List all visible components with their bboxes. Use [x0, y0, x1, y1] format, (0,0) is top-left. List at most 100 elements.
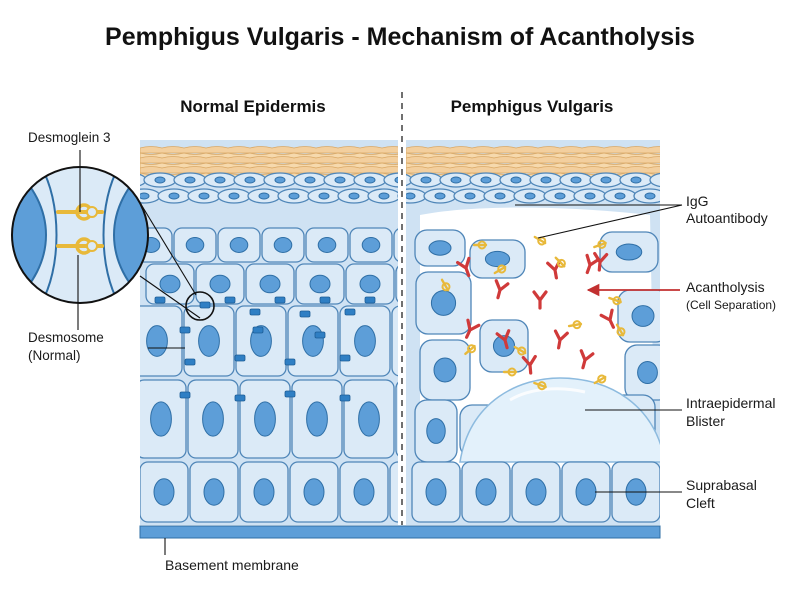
diagram-title: Pemphigus Vulgaris - Mechanism of Acanth… — [105, 23, 695, 51]
detached-cell-nucleus — [430, 290, 457, 316]
igg-antibody-arms — [579, 349, 595, 370]
spinous-cell-nucleus — [229, 237, 249, 253]
desmosome — [299, 310, 311, 318]
desmosome — [179, 326, 191, 334]
corneum-layer — [140, 166, 398, 174]
desmosome — [154, 296, 166, 304]
granular-nucleus — [614, 192, 626, 200]
spinous-cell-nucleus — [354, 325, 376, 357]
granular-nucleus — [480, 176, 492, 184]
igg-antibody — [521, 354, 537, 375]
detached-cell-nucleus — [428, 240, 452, 256]
igg-antibody — [456, 256, 471, 278]
desmoglein-stalk — [593, 375, 607, 385]
igg-antibody-arms — [593, 251, 609, 272]
granular-nucleus — [288, 192, 300, 200]
desmoglein-fragment — [567, 320, 583, 330]
desmoglein-stalk — [554, 256, 566, 268]
granular-nucleus — [464, 192, 476, 200]
desmosome — [234, 354, 246, 362]
corneum-layer — [140, 146, 398, 154]
desmoglein-fragment — [533, 235, 547, 246]
lower-spinous-cell-nucleus — [306, 401, 328, 437]
label-intraepidermal-blister: Intraepidermal — [686, 395, 776, 411]
desmoglein-head — [616, 327, 626, 337]
granular-nucleus — [420, 176, 432, 184]
granular-nucleus — [524, 192, 536, 200]
basal-cell-nucleus — [153, 478, 175, 506]
igg-antibody — [585, 253, 600, 275]
desmosome — [339, 354, 351, 362]
granular-nucleus — [258, 192, 270, 200]
desmoglein-fragment — [513, 345, 527, 356]
desmoglein-stalk — [615, 323, 625, 337]
granular-nucleus — [364, 176, 376, 184]
granular-nucleus — [154, 176, 166, 184]
desmoglein-stalk — [593, 241, 607, 249]
desmosome — [284, 358, 296, 366]
desmosome — [184, 358, 196, 366]
desmosome — [199, 301, 211, 309]
desmoglein-head — [517, 346, 527, 356]
spinous-cell-nucleus — [273, 237, 293, 253]
zoom-target-circle — [185, 291, 215, 321]
basal-cell-nucleus — [475, 478, 497, 506]
zoom-connector-top — [135, 195, 197, 296]
lower-spinous-cell-nucleus — [358, 401, 380, 437]
granular-nucleus — [584, 192, 596, 200]
label-acantholysis-sub: (Cell Separation) — [686, 298, 776, 312]
spinous-cell-nucleus — [209, 274, 231, 294]
corneum-layer — [140, 156, 398, 164]
label-desmosome-normal-sub: (Normal) — [28, 348, 81, 363]
igg-antibody — [494, 279, 510, 300]
spinous-cell-nucleus — [302, 325, 324, 357]
desmoglein-stalk — [493, 265, 507, 275]
granular-nucleus — [554, 192, 566, 200]
corneum-layer — [406, 166, 660, 174]
desmoglein-stalk — [533, 381, 547, 389]
basal-cell-nucleus — [253, 478, 275, 506]
basal-cell-nucleus — [203, 478, 225, 506]
granular-nucleus — [661, 177, 671, 183]
lower-spinous-cell-nucleus — [150, 401, 172, 437]
granular-nucleus — [125, 177, 135, 183]
desmoglein-head — [477, 240, 487, 250]
label-acantholysis: Acantholysis — [686, 279, 765, 295]
label-desmosome-normal: Desmosome — [28, 330, 104, 345]
lower-spinous-cell-nucleus — [202, 401, 224, 437]
basal-layer-right — [411, 461, 660, 523]
desmoglein-fragment — [472, 240, 488, 250]
desmosome — [249, 308, 261, 316]
desmosome — [344, 308, 356, 316]
label-suprabasal-cleft-sub: Cleft — [686, 495, 715, 511]
desmosome-markers — [154, 296, 376, 402]
desmoglein-fragment — [554, 256, 566, 268]
granular-nucleus — [244, 176, 256, 184]
basal-cell-nucleus — [575, 478, 597, 506]
panel-title-normal: Normal Epidermis — [180, 97, 326, 116]
leader-igg-b — [537, 204, 683, 239]
pemphigus-epidermis-tissue — [406, 140, 671, 525]
igg-antibody-arms — [599, 308, 615, 329]
desmoglein-head — [597, 374, 607, 384]
granular-nucleus — [304, 176, 316, 184]
panel-title-disease: Pemphigus Vulgaris — [451, 97, 614, 116]
desmoglein-head — [507, 367, 517, 377]
granular-nucleus — [214, 176, 226, 184]
desmosome — [179, 391, 191, 399]
label-intraepidermal-blister-sub: Blister — [686, 413, 725, 429]
igg-antibody-arms — [494, 279, 510, 300]
spinous-cell — [391, 305, 398, 377]
desmosome — [364, 296, 376, 304]
desmosome — [224, 296, 236, 304]
granular-nucleus — [394, 176, 398, 184]
granular-nucleus — [450, 176, 462, 184]
desmoglein-head — [612, 296, 622, 306]
granular-nucleus — [600, 176, 612, 184]
desmoglein-head — [572, 320, 582, 330]
desmoglein-fragment — [593, 239, 607, 249]
spinous-cell-nucleus — [361, 237, 381, 253]
blister-highlight — [509, 387, 586, 402]
igg-antibody — [495, 329, 511, 350]
igg-antibody — [593, 251, 609, 272]
